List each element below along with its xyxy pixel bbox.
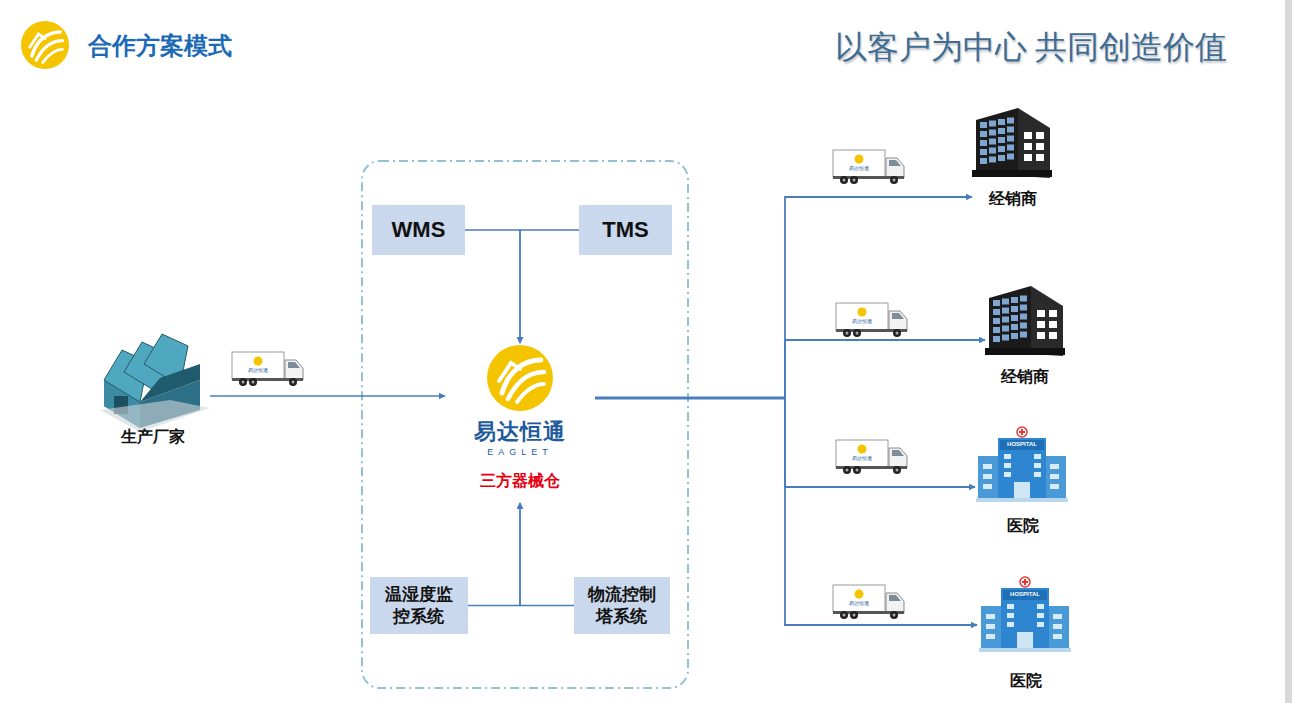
node-text: 易达恒通 [474, 419, 566, 445]
truck-brand: 易达恒通 [852, 318, 872, 324]
hospital-sign: HOSPITAL [1010, 591, 1040, 597]
flow-connector [595, 340, 985, 398]
node-text: WMS [392, 217, 446, 243]
truck-icon [833, 150, 904, 184]
slogan: 以客户为中心 共同创造价值 [835, 26, 1227, 70]
trunk-line [595, 397, 785, 400]
warehouse-hub: 易达恒通EAGLET 三方器械仓 [445, 343, 595, 503]
side-bar [1285, 0, 1292, 703]
warehouse-region [362, 161, 688, 688]
node-text: 经销商 [1001, 367, 1049, 388]
factory-icon [100, 334, 210, 432]
hospital-node: 医院 [975, 424, 1070, 537]
hospital-sign: HOSPITAL [1007, 441, 1037, 447]
truck-brand: 易达恒通 [849, 165, 869, 171]
hospital-building-icon [976, 427, 1068, 502]
truck-icon [836, 440, 907, 474]
hospital-node: 医院 [977, 574, 1074, 692]
factory-node: 生产厂家 [95, 338, 210, 448]
truck-icon [232, 352, 303, 386]
truck-brand: 易达恒通 [248, 367, 268, 373]
flow-connector [465, 230, 520, 343]
distributor-node: 经销商 [972, 104, 1054, 210]
truck-icon [836, 303, 907, 337]
flow-connector [520, 503, 574, 606]
truck-brand: 易达恒通 [852, 455, 872, 461]
distributor-building-icon [985, 286, 1065, 356]
truck-icon [833, 585, 904, 619]
distributor-building-icon [972, 108, 1052, 178]
system-box: 温湿度监控系统 [370, 577, 468, 634]
distributor-node: 经销商 [985, 282, 1065, 388]
company-logo [487, 345, 553, 411]
system-box: TMS [579, 205, 672, 255]
node-text: 温湿度监控系统 [383, 584, 454, 628]
page-title: 合作方案模式 [88, 30, 232, 62]
system-box: 物流控制塔系统 [574, 577, 670, 634]
hospital-building-icon [979, 577, 1071, 652]
node-text: 物流控制塔系统 [586, 584, 657, 628]
flow-connector [468, 503, 520, 606]
node-text: 经销商 [989, 189, 1037, 210]
flow-connector [210, 395, 445, 397]
system-box: WMS [372, 205, 465, 255]
node-text: 医院 [1010, 671, 1042, 692]
node-text: TMS [602, 217, 648, 243]
flow-connector [520, 230, 579, 343]
node-text: 生产厂家 [121, 427, 185, 448]
title-logo [21, 21, 69, 69]
node-text: 三方器械仓 [480, 471, 560, 492]
node-text: 医院 [1007, 516, 1039, 537]
truck-brand: 易达恒通 [849, 600, 869, 606]
node-text: EAGLET [481, 445, 559, 459]
